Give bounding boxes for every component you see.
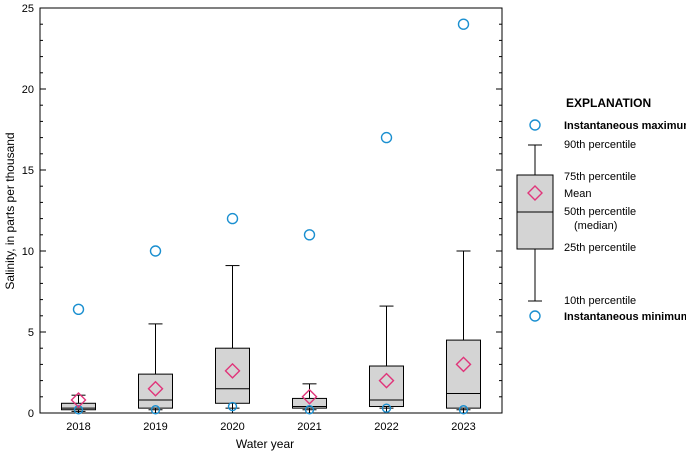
x-tick-label: 2020 [220, 421, 244, 433]
x-tick-label: 2022 [374, 421, 398, 433]
min-point [73, 405, 84, 415]
legend-p75-label: 75th percentile [564, 171, 636, 183]
x-tick-label: 2021 [297, 421, 321, 433]
legend-max-marker [529, 119, 541, 131]
y-tick-label: 0 [28, 408, 34, 420]
legend-min-label: Instantaneous minimum [564, 311, 686, 323]
x-axis-title: Water year [236, 437, 294, 451]
y-axis-title: Salinity, in parts per thousand [3, 132, 17, 289]
mean-point [378, 372, 395, 389]
y-tick-label: 5 [28, 327, 34, 339]
min-point [381, 403, 392, 413]
legend-mean-marker [527, 185, 543, 201]
legend-p25-label: 25th percentile [564, 242, 636, 254]
mean-point [455, 356, 472, 373]
mean-point [147, 380, 164, 397]
legend-p50-sublabel: (median) [574, 220, 617, 232]
legend-min-marker [529, 310, 541, 322]
box-iqr [446, 339, 481, 409]
mean-point [70, 392, 87, 409]
legend-mean-label: Mean [564, 188, 592, 200]
legend-p10-label: 10th percentile [564, 295, 636, 307]
mean-point [301, 388, 318, 405]
legend-p90-label: 90th percentile [564, 139, 636, 151]
max-point [226, 212, 239, 225]
plot-frame [39, 7, 503, 414]
legend: EXPLANATION Instantaneous maximum 90th p… [516, 96, 686, 323]
max-point [457, 18, 470, 30]
min-point [458, 405, 469, 415]
min-point [150, 405, 161, 415]
legend-p50-label: 50th percentile [564, 206, 636, 218]
x-tick-label: 2018 [66, 421, 90, 433]
plot-area: 0 5 10 15 20 25 2018 2019 2020 2021 2022 2023 [22, 3, 503, 433]
x-tick-label: 2019 [143, 421, 167, 433]
y-tick-label: 10 [22, 246, 34, 258]
y-tick-label: 25 [22, 3, 34, 15]
mean-point [224, 362, 241, 379]
max-point [303, 229, 316, 241]
min-point [227, 401, 238, 412]
max-point [149, 245, 162, 257]
max-point [72, 303, 85, 316]
y-tick-label: 15 [22, 165, 34, 177]
x-tick-label: 2023 [451, 421, 475, 433]
box-iqr [215, 347, 250, 404]
box-iqr [138, 373, 173, 409]
min-point [304, 405, 315, 415]
y-tick-label: 20 [22, 84, 34, 96]
legend-title: EXPLANATION [566, 96, 651, 110]
legend-max-label: Instantaneous maximum [564, 120, 686, 132]
max-point [380, 131, 393, 144]
